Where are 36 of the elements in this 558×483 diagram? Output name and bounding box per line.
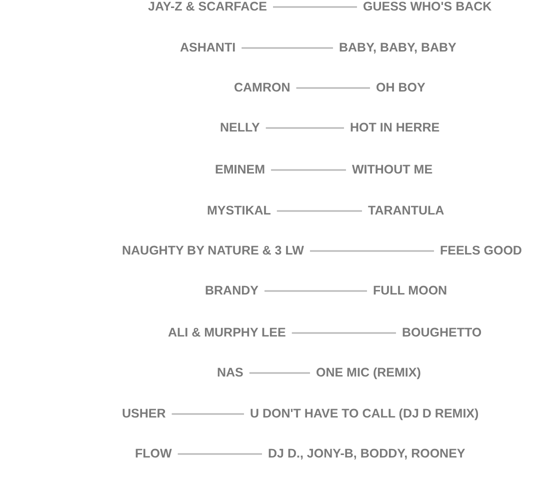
connector-line [242,47,333,49]
connector-line [276,210,362,212]
artist-name: ALI & MURPHY LEE [168,326,286,340]
connector-line [296,87,370,89]
song-title: BOUGHETTO [402,326,482,340]
artist-name: NELLY [220,120,260,136]
artist-name: NAS [217,366,244,380]
song-title: U DON'T HAVE TO CALL (DJ D REMIX) [250,406,479,422]
connector-line [264,290,367,292]
artist-name: BRANDY [205,284,258,298]
connector-line [273,6,357,8]
connector-line [266,127,344,129]
song-title: HOT IN HERRE [350,120,440,136]
connector-line [249,372,310,374]
artist-name: FLOW [135,446,172,462]
song-title: FULL MOON [373,284,448,298]
artist-name: JAY-Z & SCARFACE [148,0,268,14]
artist-name: CAMRON [234,80,290,96]
song-title: FEELS GOOD [440,244,522,258]
artist-name: EMINEM [215,162,265,178]
connector-line [178,453,262,455]
artist-name: ASHANTI [180,40,236,56]
connector-line [172,413,244,415]
artist-name: NAUGHTY BY NATURE & 3 LW [122,244,304,258]
artist-name: MYSTIKAL [207,204,271,218]
song-title: TARANTULA [368,204,444,218]
artist-name: USHER [122,406,166,422]
connector-line [271,169,346,171]
song-title: ONE MIC (REMIX) [316,366,421,380]
song-title: GUESS WHO'S BACK [363,0,492,14]
connector-line [292,332,396,334]
song-title: BABY, BABY, BABY [339,40,456,56]
song-title: OH BOY [376,80,426,96]
song-title: DJ D., JONY-B, BODDY, ROONEY [268,446,466,462]
connector-line [310,250,434,252]
song-title: WITHOUT ME [352,162,433,178]
